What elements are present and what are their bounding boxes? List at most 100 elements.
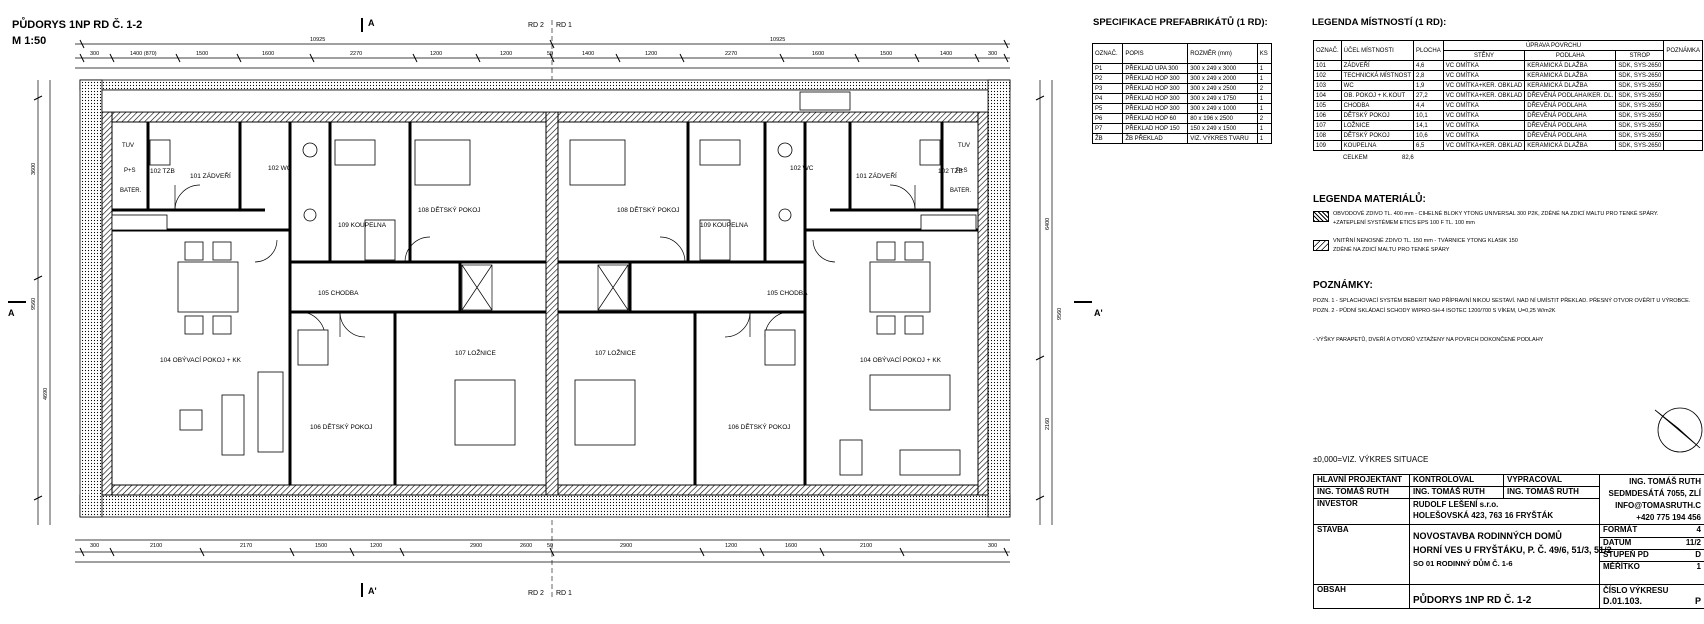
section-marker-lines bbox=[8, 18, 1092, 597]
spec-cell: 300 x 249 x 2500 bbox=[1187, 83, 1258, 94]
spec-cell: 1 bbox=[1256, 133, 1273, 144]
material-2-line-1: VNITŘNÍ NENOSNÉ ZDIVO TL. 150 mm - TVÁRN… bbox=[1333, 238, 1518, 244]
legend-cell: WC bbox=[1340, 80, 1415, 91]
legend-cell: 104 bbox=[1313, 90, 1342, 101]
room-label: 106 DĚTSKÝ POKOJ bbox=[728, 424, 791, 431]
tb-kontroloval-label: KONTROLOVAL bbox=[1409, 474, 1504, 487]
section-label-top: A bbox=[368, 18, 375, 28]
tb-vypracoval-label: VYPRACOVAL bbox=[1503, 474, 1600, 487]
legend-cell: VC OMÍTKA bbox=[1442, 100, 1526, 111]
tb-format-value: 4 bbox=[1673, 525, 1704, 538]
legend-cell: DŘEVĚNÁ PODLAHA/KER. DL. bbox=[1524, 90, 1617, 101]
legend-cell: CHODBA bbox=[1340, 100, 1415, 111]
dim-bottom: 2100 bbox=[860, 543, 873, 549]
dim-bottom: 2900 bbox=[470, 543, 483, 549]
legend-cell: SDK, SYS-2650 bbox=[1615, 60, 1665, 71]
spec-cell: 2 bbox=[1256, 83, 1273, 94]
legend-cell: SDK, SYS-2650 bbox=[1615, 110, 1665, 121]
dim-top: 300 bbox=[988, 51, 998, 57]
legend-cell: 108 bbox=[1313, 130, 1342, 141]
legend-cell: SDK, SYS-2650 bbox=[1615, 80, 1665, 91]
spec-header: KS bbox=[1256, 43, 1273, 64]
legend-cell: KERAMICKÁ DLAŽBA bbox=[1524, 140, 1617, 151]
legend-rooms-title: LEGENDA MÍSTNOSTÍ (1 RD): bbox=[1312, 17, 1447, 28]
material-1-line-2: +ZATEPLENÍ SYSTÉMEM ETICS EPS 100 F TL. … bbox=[1333, 220, 1475, 226]
legend-cell: OB. POKOJ + K.KOUT bbox=[1340, 90, 1415, 101]
notes-title: POZNÁMKY: bbox=[1313, 280, 1373, 291]
dim-top: 1500 bbox=[880, 51, 893, 57]
legend-cell bbox=[1663, 60, 1703, 71]
legend-cell: 14,1 bbox=[1413, 120, 1444, 131]
dim-left: 4690 bbox=[43, 387, 49, 400]
tb-stavba: NOVOSTAVBA RODINNÝCH DOMŮ HORNÍ VES U FR… bbox=[1409, 524, 1612, 585]
room-label: 109 KOUPELNA bbox=[338, 222, 387, 229]
entrance-canopy bbox=[799, 91, 851, 111]
room-label: 104 OBÝVACÍ POKOJ + KK bbox=[860, 357, 941, 364]
dim-top: 1200 bbox=[430, 51, 443, 57]
room-label: 105 CHODBA bbox=[767, 290, 808, 297]
material-2-line-2: ZDĚNÉ NA ZDICÍ MALTU PRO TENKÉ SPÁRY bbox=[1333, 247, 1450, 253]
spec-cell: 1 bbox=[1256, 93, 1273, 104]
legend-cell: 4,4 bbox=[1413, 100, 1444, 111]
dim-top: 50 bbox=[547, 51, 554, 57]
legend-cell: 6,5 bbox=[1413, 140, 1444, 151]
legend-cell: VC OMÍTKA+KER. OBKLAD bbox=[1442, 80, 1526, 91]
spec-cell: 1 bbox=[1256, 63, 1273, 74]
legend-header: PODLAHA bbox=[1524, 50, 1617, 61]
spec-cell: P6 bbox=[1091, 113, 1124, 124]
spec-cell: PŘEKLAD UPA 300 bbox=[1122, 63, 1189, 74]
spec-cell: ŽB PŘEKLAD bbox=[1122, 133, 1189, 144]
drawing-scale: M 1:50 bbox=[12, 35, 47, 47]
spec-cell: ŽB bbox=[1091, 133, 1124, 144]
legend-cell: KOUPELNA bbox=[1340, 140, 1415, 151]
spec-cell: PŘEKLAD HOP 300 bbox=[1122, 83, 1189, 94]
spec-cell: VIZ. VÝKRES TVARU bbox=[1187, 133, 1258, 144]
dim-top: 1400 (870) bbox=[130, 51, 157, 57]
legend-cell: LOŽNICE bbox=[1340, 120, 1415, 131]
room-label: 102 WC bbox=[790, 165, 814, 172]
tb-obsah-value: PŮDORYS 1NP RD Č. 1-2 bbox=[1409, 584, 1600, 609]
room-label: 101 ZÁDVEŘÍ bbox=[190, 173, 231, 180]
dim-left: 9560 bbox=[31, 297, 37, 310]
legend-cell: SDK, SYS-2650 bbox=[1615, 70, 1665, 81]
legend-cell bbox=[1663, 110, 1703, 121]
room-label: 107 LOŽNICE bbox=[455, 350, 496, 357]
material-swatch-exterior bbox=[1313, 211, 1329, 222]
tb-stavba-line-2: HORNÍ VES U FRYŠTÁKU, P. Č. 49/6, 51/3, … bbox=[1413, 545, 1612, 555]
dim-top: 1500 bbox=[196, 51, 209, 57]
legend-cell: SDK, SYS-2650 bbox=[1615, 130, 1665, 141]
tb-format-label: FORMÁT bbox=[1600, 525, 1674, 538]
legend-cell bbox=[1663, 100, 1703, 111]
dim-top: 2270 bbox=[725, 51, 738, 57]
legend-cell bbox=[1663, 80, 1703, 91]
room-label: 108 DĚTSKÝ POKOJ bbox=[617, 207, 680, 214]
dim-top: 300 bbox=[90, 51, 100, 57]
tb-meritko-label: MĚŘÍTKO bbox=[1603, 561, 1640, 571]
dim-bottom: 1200 bbox=[725, 543, 738, 549]
tb-vypracoval-value: ING. TOMÁŠ RUTH bbox=[1503, 485, 1600, 499]
tb-obsah-label: OBSAH bbox=[1313, 584, 1410, 609]
elevation-note: ±0,000=VIZ. VÝKRES SITUACE bbox=[1313, 455, 1429, 464]
tb-investor-address: HOLEŠOVSKÁ 423, 763 16 FRYŠTÁK bbox=[1413, 510, 1554, 520]
dim-right: 2160 bbox=[1045, 417, 1051, 430]
note-1: POZN. 1 - SPLACHOVACÍ SYSTÉM BEBERIT NAD… bbox=[1313, 298, 1691, 304]
room-label: 101 ZÁDVEŘÍ bbox=[856, 173, 897, 180]
dim-bottom: 2900 bbox=[620, 543, 633, 549]
spec-cell: PŘEKLAD HOP 300 bbox=[1122, 93, 1189, 104]
tb-firm-name: ING. TOMÁŠ RUTH bbox=[1629, 477, 1701, 486]
spec-cell: 300 x 249 x 1000 bbox=[1187, 103, 1258, 114]
legend-header: OZNAČ. bbox=[1313, 40, 1342, 61]
attic-hatch bbox=[461, 264, 629, 311]
legend-cell: 4,6 bbox=[1413, 60, 1444, 71]
tb-kontroloval-value: ING. TOMÁŠ RUTH bbox=[1409, 485, 1504, 499]
axis-label-rd2-bottom: RD 2 bbox=[528, 590, 544, 597]
legend-cell: DŘEVĚNÁ PODLAHA bbox=[1524, 110, 1617, 121]
legend-cell: 2,8 bbox=[1413, 70, 1444, 81]
